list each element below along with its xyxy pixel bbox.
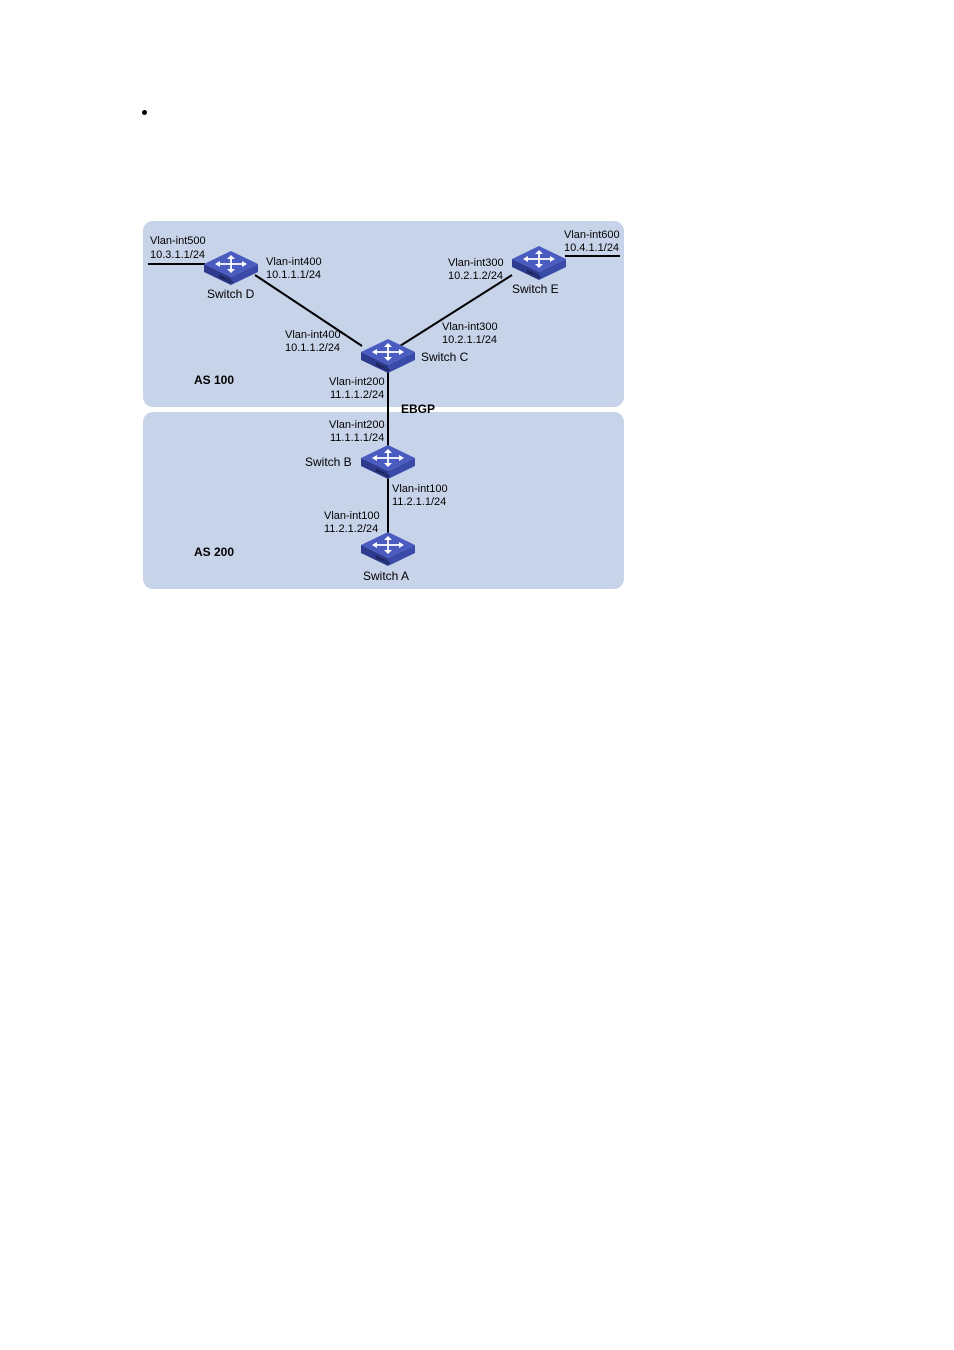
iface-a-to-b-name: Vlan-int100 bbox=[324, 510, 380, 522]
iface-b-to-a-name: Vlan-int100 bbox=[392, 483, 448, 495]
as200-label: AS 200 bbox=[194, 545, 234, 559]
switch-d-label: Switch D bbox=[207, 287, 255, 301]
iface-d-to-c-ip: 10.1.1.1/24 bbox=[266, 269, 321, 281]
iface-e-to-c-ip: 10.2.1.2/24 bbox=[448, 270, 503, 282]
link-c-e bbox=[399, 274, 513, 347]
iface-c-to-e-name: Vlan-int300 bbox=[442, 321, 498, 333]
iface-a-to-b-ip: 11.2.1.2/24 bbox=[324, 523, 378, 535]
list-bullet bbox=[142, 110, 147, 115]
iface-d-out-name: Vlan-int500 bbox=[150, 235, 206, 247]
link-d-c bbox=[254, 274, 363, 347]
as100-region bbox=[143, 221, 624, 407]
iface-e-out-name: Vlan-int600 bbox=[564, 229, 620, 241]
iface-e-out-ip: 10.4.1.1/24 bbox=[564, 242, 619, 254]
switch-e-label: Switch E bbox=[512, 282, 559, 296]
switch-b-label: Switch B bbox=[305, 455, 352, 469]
iface-c-to-b-name: Vlan-int200 bbox=[329, 376, 385, 388]
iface-e-to-c-name: Vlan-int300 bbox=[448, 257, 504, 269]
iface-c-to-b-ip: 11.1.1.2/24 bbox=[330, 389, 384, 401]
iface-d-to-c-name: Vlan-int400 bbox=[266, 256, 322, 268]
as200-region bbox=[143, 412, 624, 589]
iface-b-to-c-name: Vlan-int200 bbox=[329, 419, 385, 431]
switch-c-label: Switch C bbox=[421, 350, 469, 364]
iface-b-to-c-ip: 11.1.1.1/24 bbox=[330, 432, 384, 444]
iface-c-to-d-ip: 10.1.1.2/24 bbox=[285, 342, 340, 354]
iface-d-out-ip: 10.3.1.1/24 bbox=[150, 249, 205, 261]
switch-a-label: Switch A bbox=[363, 569, 409, 583]
ebgp-label: EBGP bbox=[401, 402, 435, 416]
as100-label: AS 100 bbox=[194, 373, 234, 387]
iface-c-to-e-ip: 10.2.1.1/24 bbox=[442, 334, 497, 346]
iface-c-to-d-name: Vlan-int400 bbox=[285, 329, 341, 341]
iface-b-to-a-ip: 11.2.1.1/24 bbox=[392, 496, 446, 508]
